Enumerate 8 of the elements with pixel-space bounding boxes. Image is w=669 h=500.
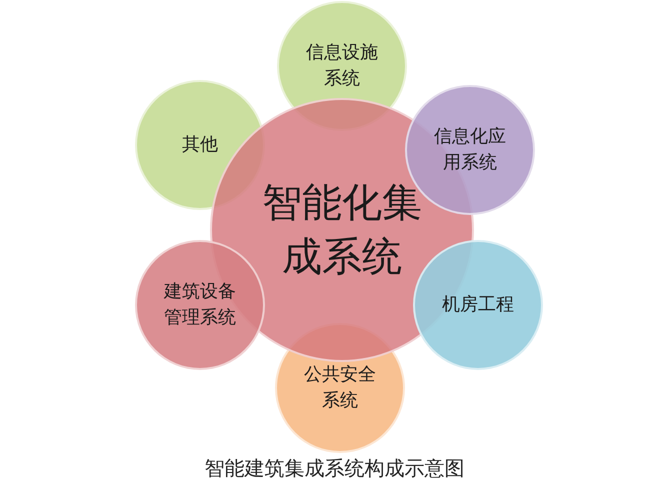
circle-label: 信息设施系统 — [305, 40, 379, 91]
circle-label: 信息化应用系统 — [433, 124, 507, 175]
circle-label: 机房工程 — [441, 292, 515, 317]
circle-label: 建筑设备管理系统 — [162, 280, 237, 330]
circle-label: 其他 — [181, 132, 219, 157]
caption: 智能建筑集成系统构成示意图 — [204, 455, 466, 482]
circle-label: 公共安全系统 — [303, 362, 377, 413]
center-title: 智能化集成系统 — [261, 179, 423, 282]
